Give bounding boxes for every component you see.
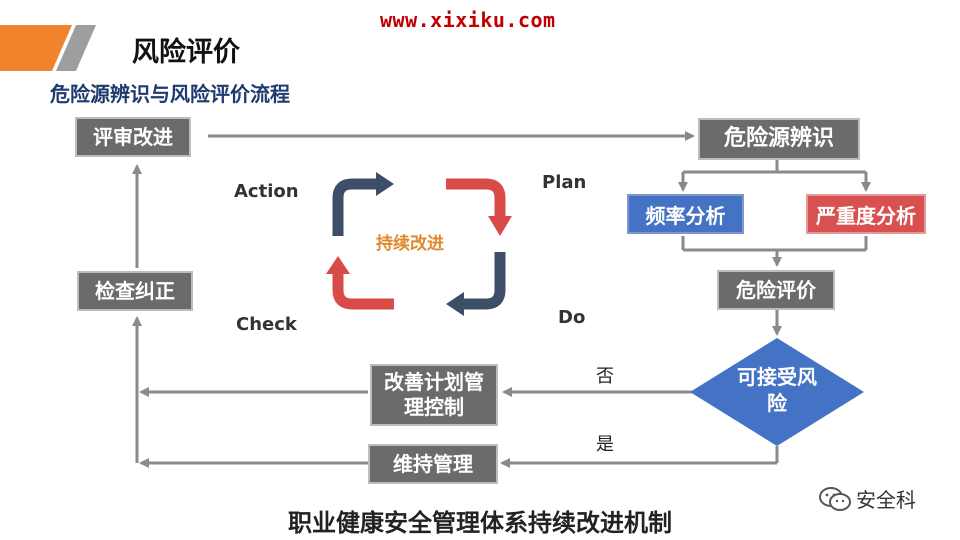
brand-badge: 安全科	[818, 484, 916, 513]
branch-label-no: 否	[596, 366, 614, 387]
watermark-url: www.xixiku.com	[380, 8, 556, 32]
frequency-analysis-box: 频率分析	[627, 194, 744, 234]
severity-analysis-box: 严重度分析	[806, 194, 926, 234]
header-banner	[0, 25, 96, 71]
page-subtitle: 危险源辨识与风险评价流程	[50, 82, 290, 106]
acceptable-risk-diamond	[690, 338, 864, 446]
risk-evaluation-box: 危险评价	[717, 270, 835, 310]
inspect-correct-box: 检查纠正	[77, 271, 193, 311]
improvement-plan-box: 改善计划管理控制	[370, 364, 498, 426]
page-title: 风险评价	[132, 37, 240, 68]
brand-name: 安全科	[856, 488, 916, 512]
cycle-label-check: Check	[236, 314, 297, 335]
cycle-label-do: Do	[558, 307, 586, 328]
maintain-management-box: 维持管理	[368, 444, 498, 484]
branch-label-yes: 是	[596, 434, 614, 455]
hazard-identification-box: 危险源辨识	[698, 118, 860, 160]
wechat-icon	[819, 486, 851, 511]
cycle-label-plan: Plan	[542, 172, 587, 193]
acceptable-risk-label: 可接受风险	[737, 365, 817, 415]
review-improve-box: 评审改进	[75, 117, 191, 157]
cycle-center-label: 持续改进	[376, 234, 444, 254]
cycle-label-action: Action	[234, 181, 299, 202]
footer-caption: 职业健康安全管理体系持续改进机制	[288, 509, 672, 537]
